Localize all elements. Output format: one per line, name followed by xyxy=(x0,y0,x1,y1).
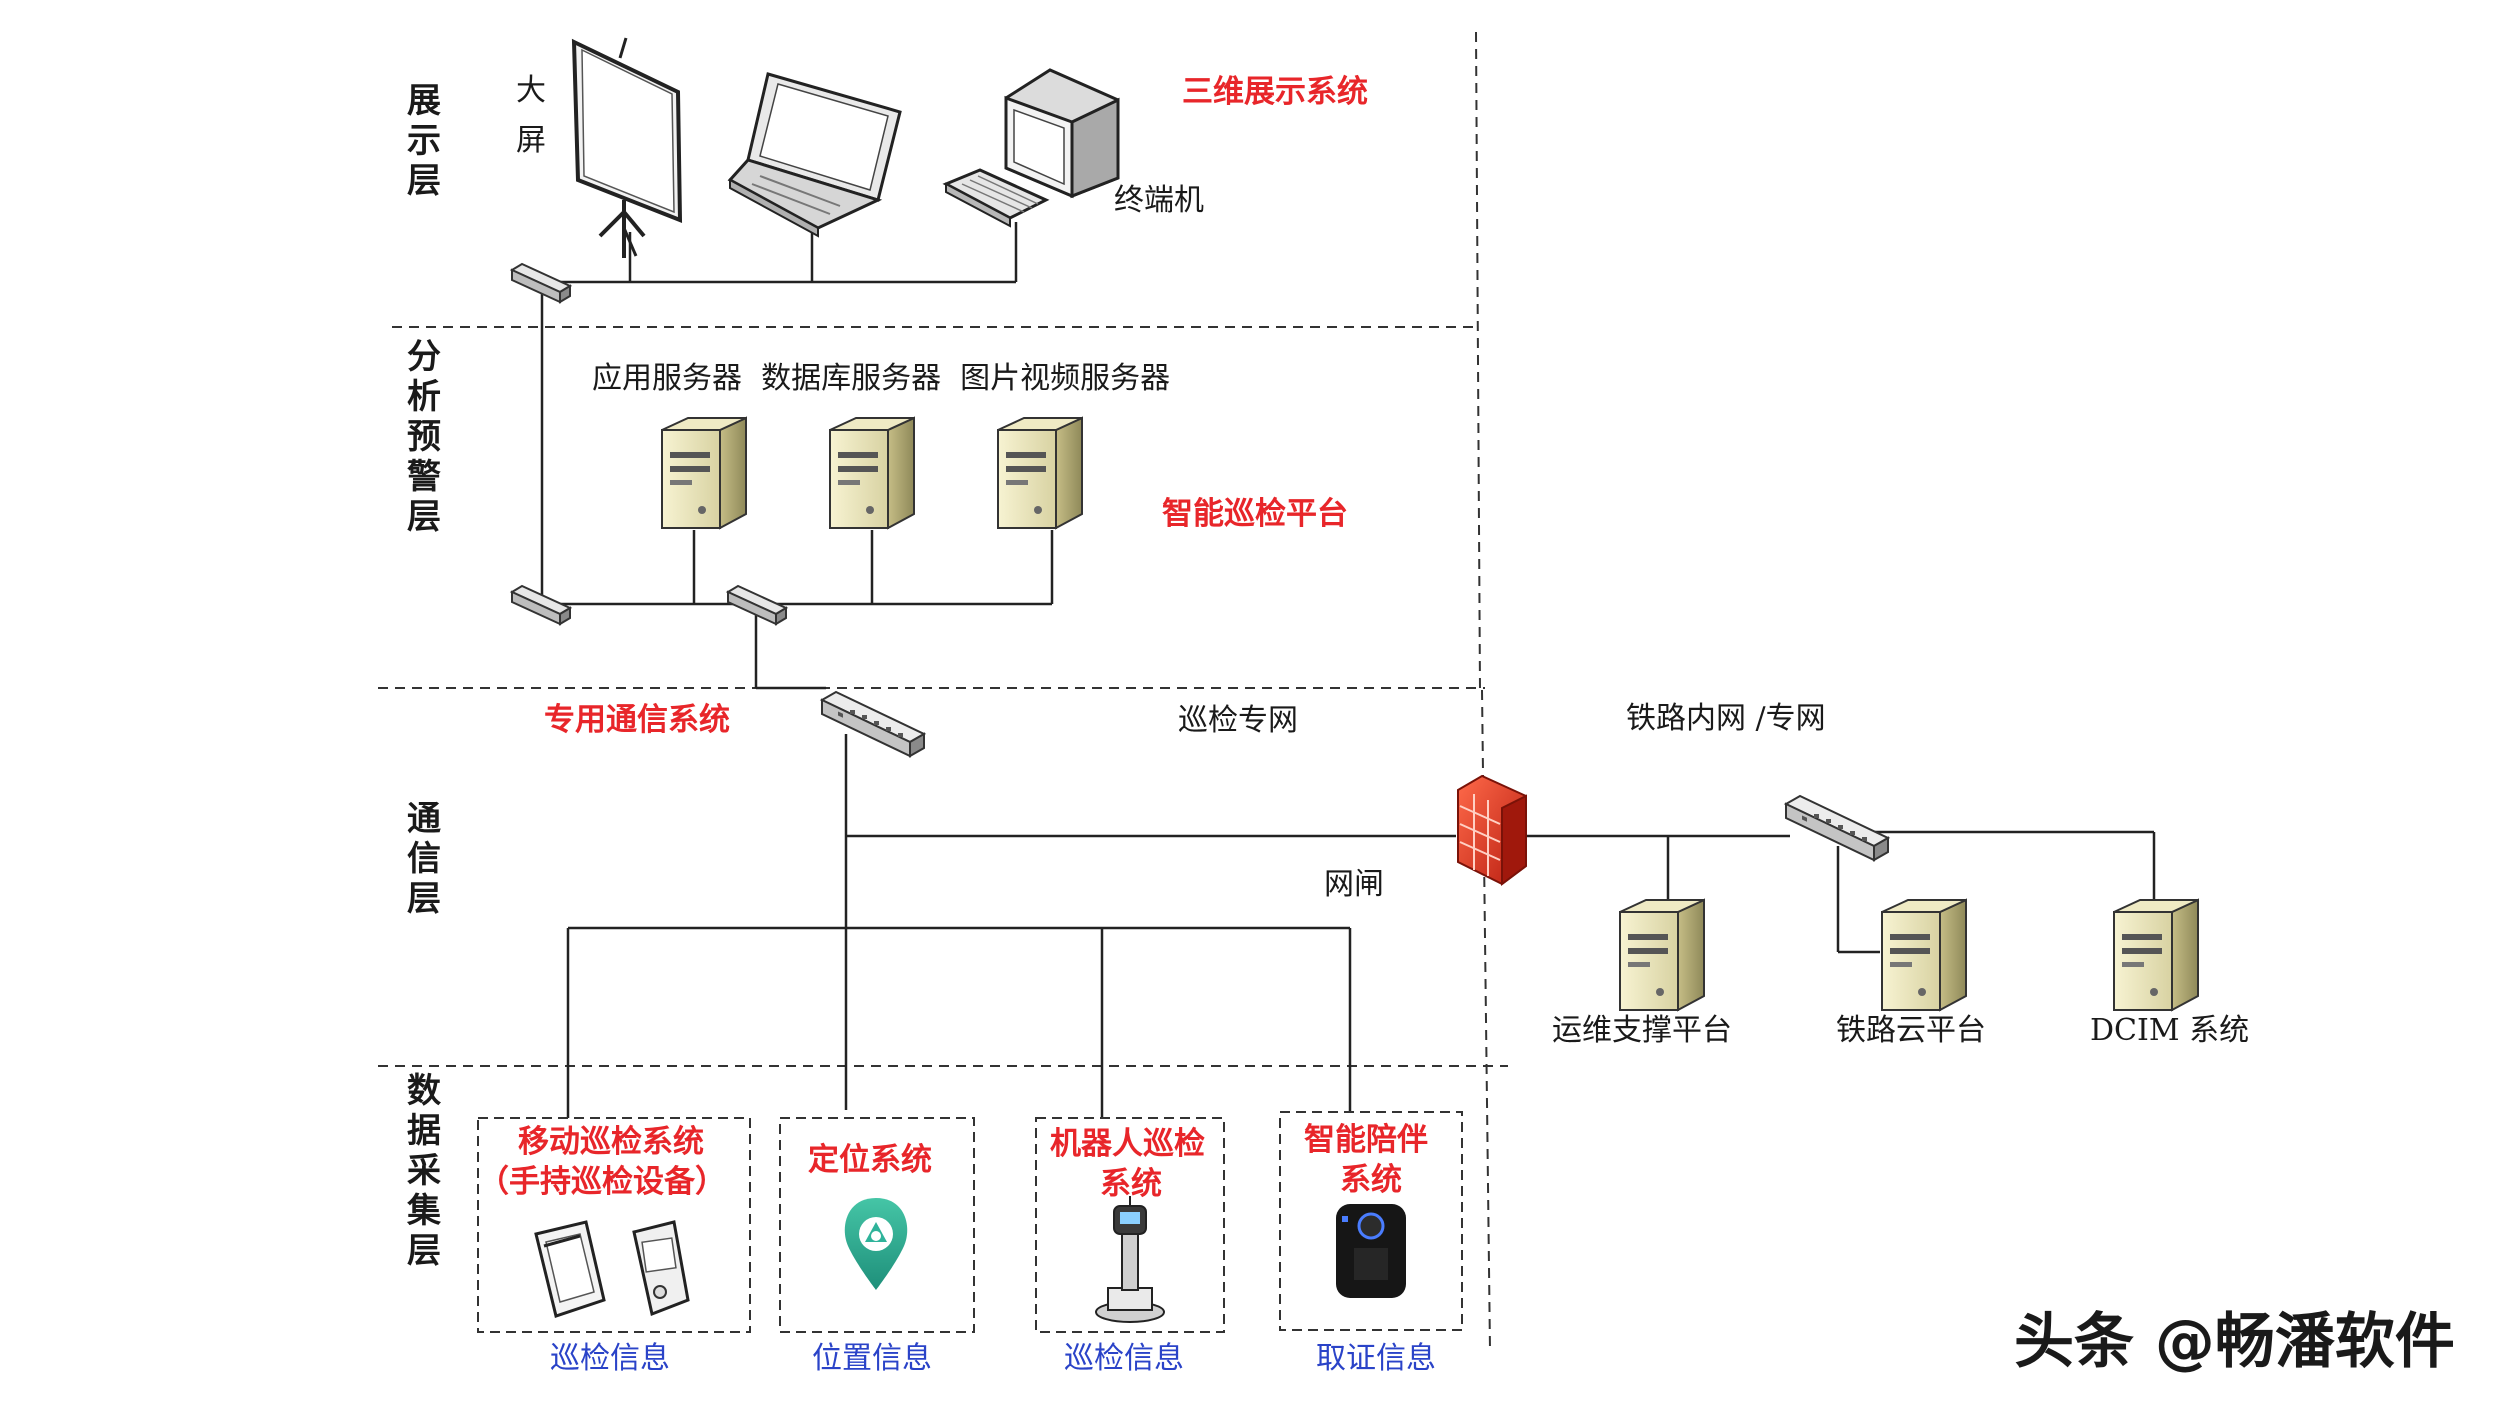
gateway-label: 网闸 xyxy=(1324,867,1384,902)
layer-label-char: 层 xyxy=(407,161,441,201)
dedicated-comm-system-label: 专用通信系统 xyxy=(544,702,730,738)
layer-label-char: 层 xyxy=(407,497,441,537)
layer-label-char: 警 xyxy=(407,457,441,497)
layer-label-char: 通 xyxy=(407,799,441,839)
mobile-patrol-title-1: 移动巡检系统 xyxy=(518,1124,704,1160)
rail-cloud-server-icon xyxy=(1881,899,1967,1011)
3d-display-system-label: 三维展示系统 xyxy=(1182,74,1368,110)
layer-label-char: 采 xyxy=(407,1151,441,1191)
database-server-icon xyxy=(829,417,915,529)
firewall-icon xyxy=(1457,774,1527,886)
mobile-patrol-title-2: （手持巡检设备） xyxy=(478,1164,726,1200)
layer-label-char: 析 xyxy=(407,377,441,417)
rail-cloud-label: 铁路云平台 xyxy=(1836,1013,1986,1048)
layer-label-char: 示 xyxy=(407,121,441,161)
terminal-label: 终端机 xyxy=(1114,183,1204,218)
info-label-patrol-2: 巡检信息 xyxy=(1064,1341,1184,1376)
dcim-server-icon xyxy=(2113,899,2199,1011)
layer-label-char: 层 xyxy=(407,879,441,919)
big-screen-label-1: 大 xyxy=(516,73,546,108)
layer-label-char: 集 xyxy=(406,1191,441,1231)
location-pin-icon xyxy=(844,1198,908,1290)
positioning-title: 定位系统 xyxy=(808,1142,932,1178)
layer-label-comm: 通信层 xyxy=(407,799,441,919)
handheld-terminal-icon xyxy=(632,1220,690,1317)
layer-label-char: 展 xyxy=(407,81,441,121)
app-server-icon xyxy=(661,417,747,529)
ops-platform-server-icon xyxy=(1619,899,1705,1011)
ops-platform-label: 运维支撑平台 xyxy=(1552,1013,1732,1048)
laptop-icon xyxy=(727,72,902,238)
smart-companion-title-2: 系统 xyxy=(1340,1162,1402,1198)
layer-label-char: 信 xyxy=(407,839,441,879)
patrol-network-label: 巡检专网 xyxy=(1178,703,1298,738)
railway-network-label: 铁路内网 /专网 xyxy=(1626,701,1826,736)
tablet-device-icon xyxy=(534,1220,606,1318)
info-label-evidence: 取证信息 xyxy=(1316,1341,1436,1376)
watermark-text: 头条 @畅潘软件 xyxy=(2014,1307,2455,1377)
layer-label-char: 分 xyxy=(407,337,441,377)
big-screen-label-2: 屏 xyxy=(516,123,546,158)
mobile-patrol-box xyxy=(477,1117,751,1333)
dcim-label: DCIM 系统 xyxy=(2090,1013,2249,1048)
media-server-icon xyxy=(997,417,1083,529)
layer-label-char: 预 xyxy=(407,417,441,457)
layer-label-char: 数 xyxy=(407,1071,441,1111)
info-label-patrol-1: 巡检信息 xyxy=(550,1341,670,1376)
layer-label-display: 展示层 xyxy=(407,81,441,201)
projector-screen-icon xyxy=(571,37,683,258)
body-camera-icon xyxy=(1336,1204,1406,1298)
smart-patrol-platform-label: 智能巡检平台 xyxy=(1162,496,1348,532)
robot-patrol-box xyxy=(1035,1117,1225,1333)
info-label-location: 位置信息 xyxy=(812,1341,932,1376)
positioning-box xyxy=(779,1117,975,1333)
layer-label-char: 据 xyxy=(407,1111,441,1151)
smart-companion-title-1: 智能陪伴 xyxy=(1304,1122,1428,1158)
terminal-computer-icon xyxy=(942,68,1120,228)
layer-label-char: 层 xyxy=(407,1231,441,1271)
servers-caption: 应用服务器 数据库服务器 图片视频服务器 xyxy=(592,361,1170,396)
comm-core-switch-icon xyxy=(821,691,925,757)
robot-patrol-title-1: 机器人巡检 xyxy=(1050,1126,1205,1162)
patrol-robot-icon xyxy=(1095,1196,1165,1323)
smart-companion-box xyxy=(1279,1111,1463,1331)
